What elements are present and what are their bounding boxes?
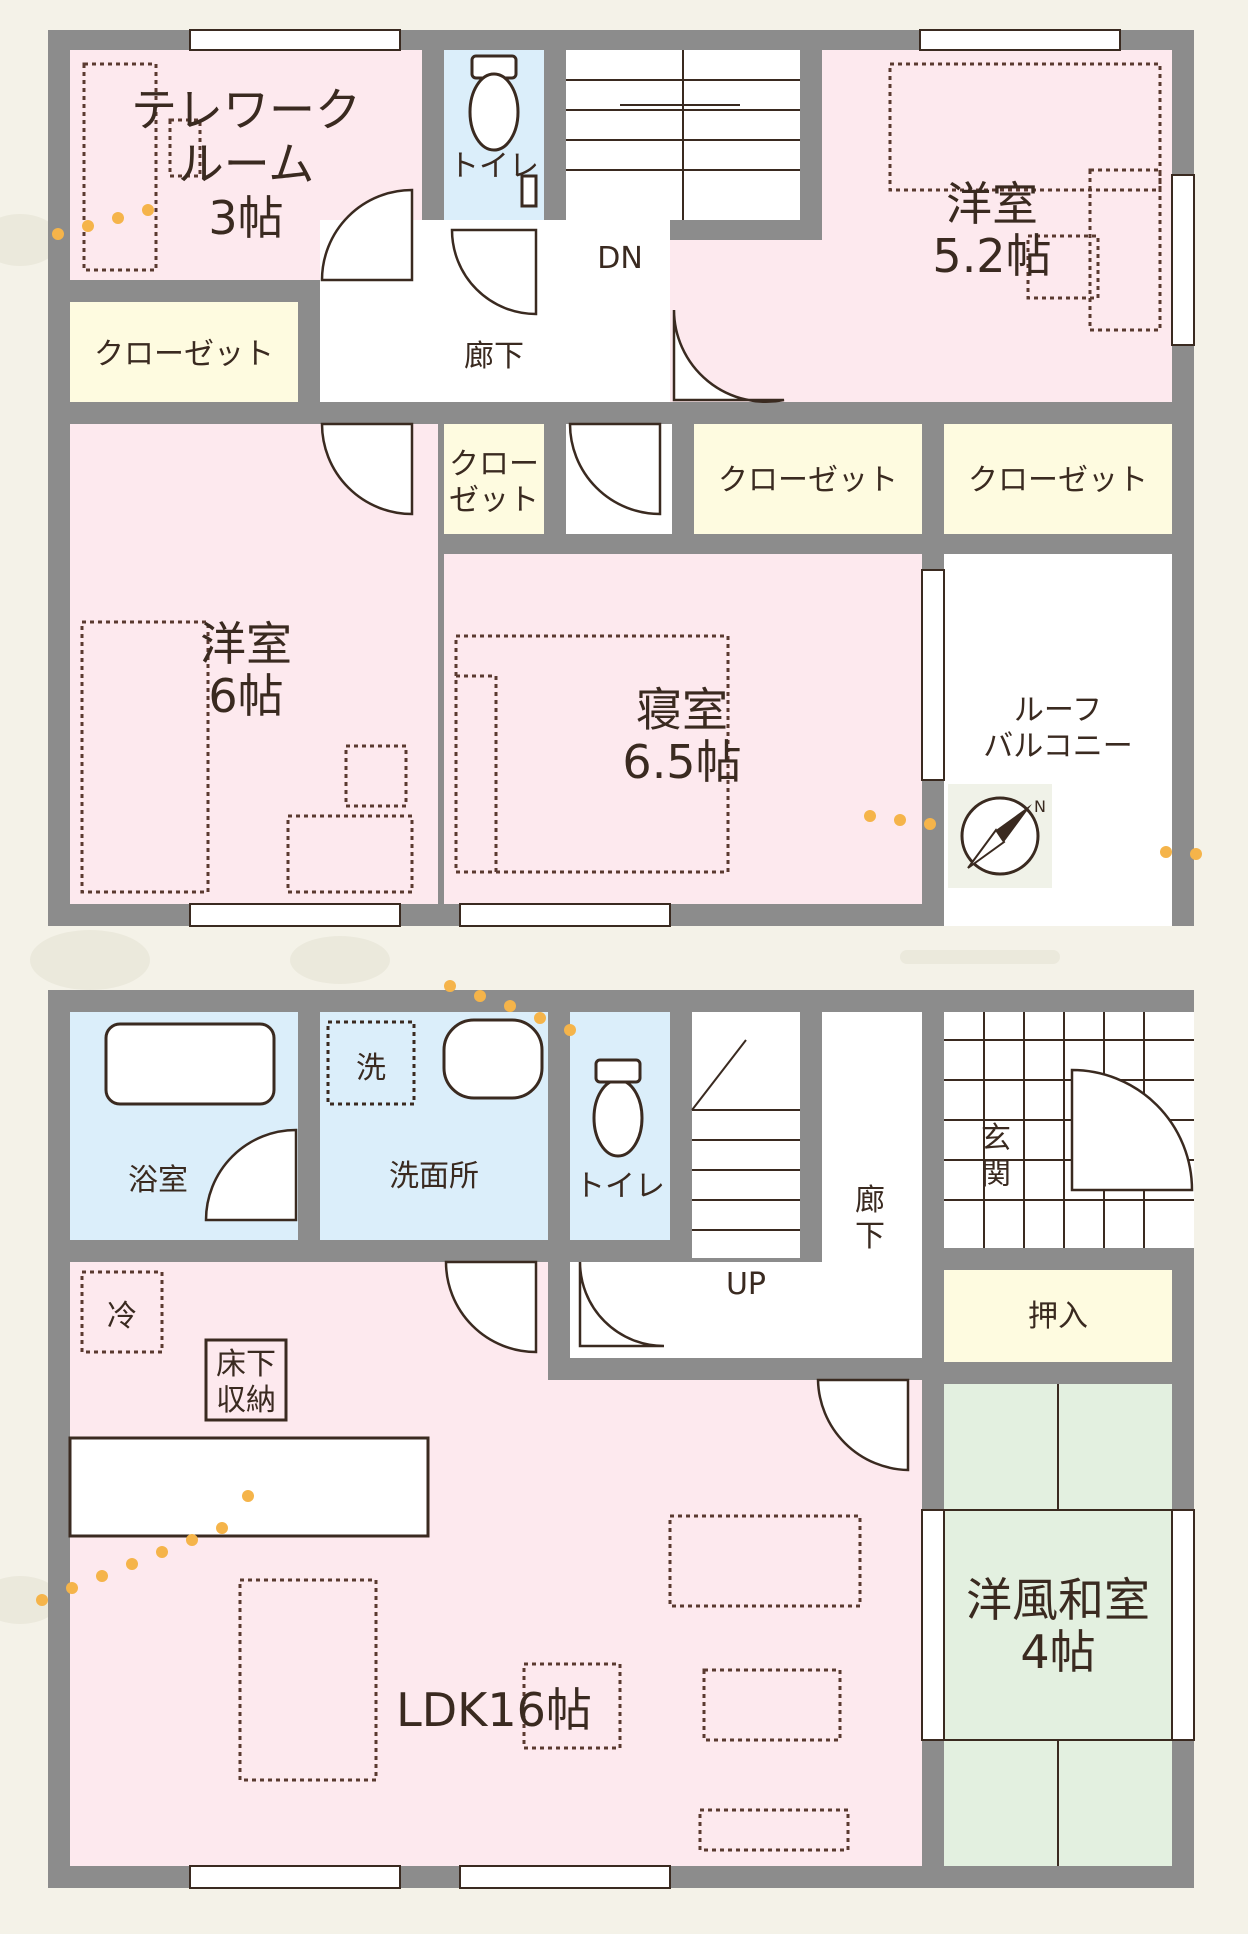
ldk xyxy=(70,1262,922,1866)
entrance-label-1: 玄 xyxy=(981,1121,1011,1156)
closet-small-label-2: ゼット xyxy=(449,483,539,518)
storage-label: 押入 xyxy=(1028,1299,1088,1334)
closet-right-label: クローゼット xyxy=(968,463,1148,498)
storage xyxy=(944,1270,1172,1362)
telework-room-size: 3帖 xyxy=(208,191,283,245)
closet-small xyxy=(444,424,544,534)
upper-furniture xyxy=(80,62,1162,894)
lower-hallway-label-1: 廊 xyxy=(855,1183,885,1218)
upper-floor xyxy=(48,29,1195,927)
western-room-a-name: 洋室 xyxy=(946,177,1038,231)
telework-room-label-1: テレワーク xyxy=(131,83,361,137)
closet-middle-label: クローゼット xyxy=(718,463,898,498)
roof-balcony-label-1: ルーフ xyxy=(1014,693,1102,728)
upper-hallway-label: 廊下 xyxy=(464,339,524,374)
lower-floor xyxy=(48,990,1195,1889)
entrance-tiles xyxy=(944,1012,1194,1248)
western-room-a-size: 5.2帖 xyxy=(932,229,1051,283)
japanese-room-name: 洋風和室 xyxy=(966,1573,1150,1627)
lower-furniture xyxy=(80,1270,862,1852)
closet-left-label: クローゼット xyxy=(94,337,274,372)
tatami-lines xyxy=(944,1384,1172,1866)
bedroom xyxy=(444,554,922,904)
lower-hallway-label-2: 下 xyxy=(855,1219,885,1254)
underfloor-storage-label-2: 収納 xyxy=(216,1383,276,1418)
lower-fixtures xyxy=(68,1018,644,1538)
ldk-label: LDK16帖 xyxy=(396,1683,592,1737)
closet-small-label-1: クロー xyxy=(449,447,539,482)
telework-room-label-2: ルーム xyxy=(178,137,315,191)
washroom-label: 洗面所 xyxy=(389,1159,479,1194)
lower-toilet-label: トイレ xyxy=(575,1169,665,1204)
roof-balcony-label-2: バルコニー xyxy=(983,729,1132,764)
japanese-room-size: 4帖 xyxy=(1020,1625,1095,1679)
bathroom-label: 浴室 xyxy=(128,1163,188,1198)
background-decoration xyxy=(0,214,1060,1624)
closet-left xyxy=(70,302,298,402)
underfloor-storage-label-1: 床下 xyxy=(216,1347,276,1382)
lower-stairs-lines xyxy=(691,1039,800,1231)
lower-labels: 浴室 洗面所 洗 トイレ UP 廊 下 玄 関 押入 冷 床下 収納 洋風和室 … xyxy=(107,1051,1150,1737)
upper-stairs-dn-label: DN xyxy=(597,241,643,276)
upper-toilet-fixture xyxy=(468,54,538,208)
sunlight-dots xyxy=(36,204,1202,1606)
washer-mark: 洗 xyxy=(356,1051,386,1086)
western-room-b-name: 洋室 xyxy=(200,617,292,671)
lower-stairs-up-label: UP xyxy=(726,1267,766,1302)
lower-stairs xyxy=(692,1012,800,1258)
upper-labels: テレワーク ルーム 3帖 トイレ DN 洋室 5.2帖 廊下 クローゼット クロ… xyxy=(94,83,1148,816)
upper-doors xyxy=(320,188,785,516)
bedroom-name: 寝室 xyxy=(636,683,728,737)
entrance-label-2: 関 xyxy=(981,1157,1011,1192)
western-room-b-size: 6帖 xyxy=(208,669,283,723)
lower-doors xyxy=(204,1068,1194,1472)
closet-middle xyxy=(694,424,922,534)
compass-icon xyxy=(948,784,1052,888)
fridge-mark: 冷 xyxy=(107,1299,137,1334)
closet-right xyxy=(944,424,1172,534)
compass-north-label: N xyxy=(1034,797,1046,816)
upper-stairs-lines xyxy=(566,50,800,220)
upper-toilet-label: トイレ xyxy=(449,149,539,184)
lower-mark-boxes xyxy=(204,1020,416,1422)
bedroom-size: 6.5帖 xyxy=(622,735,741,789)
western-room-a xyxy=(822,50,1172,402)
